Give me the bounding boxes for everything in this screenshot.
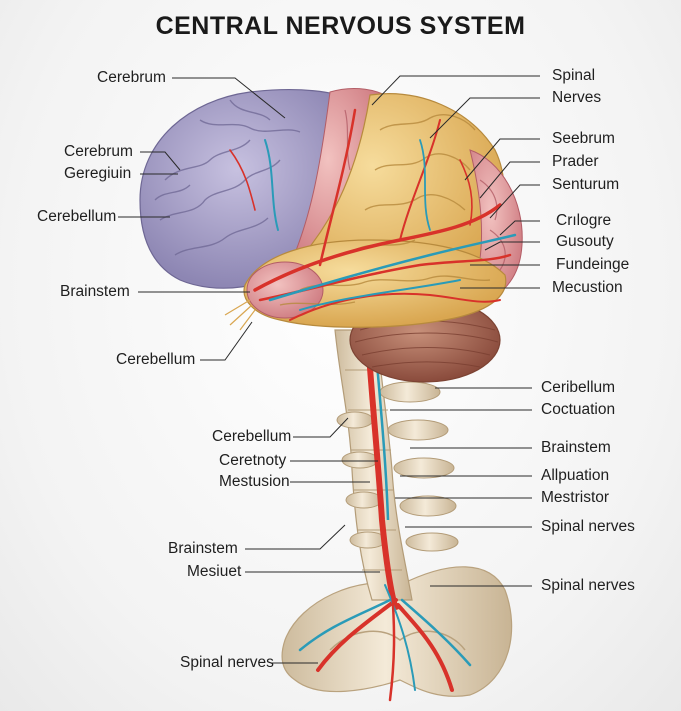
label-prader: Prader bbox=[552, 153, 599, 170]
label-cerebellum-left-2: Cerebellum bbox=[116, 351, 196, 368]
label-spinal-nerves-right-1: Spinal nerves bbox=[541, 518, 635, 535]
label-brainstem-left-2: Brainstem bbox=[168, 540, 238, 557]
label-mestristor: Mestristor bbox=[541, 489, 610, 506]
label-allpuation: Allpuation bbox=[541, 467, 610, 484]
label-brainstem-right: Brainstem bbox=[541, 439, 611, 456]
label-gusouty: Gusouty bbox=[556, 233, 614, 250]
label-mestusion: Mestusion bbox=[219, 473, 290, 490]
label-mesiuet: Mesiuet bbox=[187, 563, 242, 580]
label-ceribellum: Ceribellum bbox=[541, 379, 616, 396]
label-coctuation: Coctuation bbox=[541, 401, 616, 418]
label-spinal-nerves-right-2: Spinal nerves bbox=[541, 577, 635, 594]
brain bbox=[139, 87, 523, 331]
label-fundeinge: Fundeinge bbox=[556, 256, 630, 273]
lower-nerves bbox=[298, 584, 472, 702]
diagram-title: CENTRAL NERVOUS SYSTEM bbox=[155, 12, 526, 40]
label-spinal-nerves-left: Spinal nerves bbox=[180, 654, 274, 671]
label-cerebrum-top: Cerebrum bbox=[97, 69, 166, 86]
pelvis bbox=[281, 566, 513, 697]
label-brainstem-left-1: Brainstem bbox=[60, 283, 130, 300]
label-mecustion: Mecustion bbox=[552, 279, 623, 296]
label-cerebrum: Cerebrum bbox=[64, 143, 133, 160]
label-nerves: Nerves bbox=[552, 89, 602, 106]
label-geregiuin: Geregiuin bbox=[64, 165, 132, 182]
spinal-column bbox=[334, 329, 459, 611]
label-crilogre: Crılogre bbox=[556, 212, 612, 229]
label-cerebellum-left-1: Cerebellum bbox=[37, 208, 117, 225]
leader-lines bbox=[118, 75, 540, 664]
label-seebrum: Seebrum bbox=[552, 130, 615, 147]
label-senturum: Senturum bbox=[552, 176, 620, 193]
label-cerebellum-left-3: Cerebellum bbox=[212, 428, 292, 445]
label-spinal: Spinal bbox=[552, 67, 596, 84]
label-ceretnoty: Ceretnoty bbox=[219, 452, 287, 469]
